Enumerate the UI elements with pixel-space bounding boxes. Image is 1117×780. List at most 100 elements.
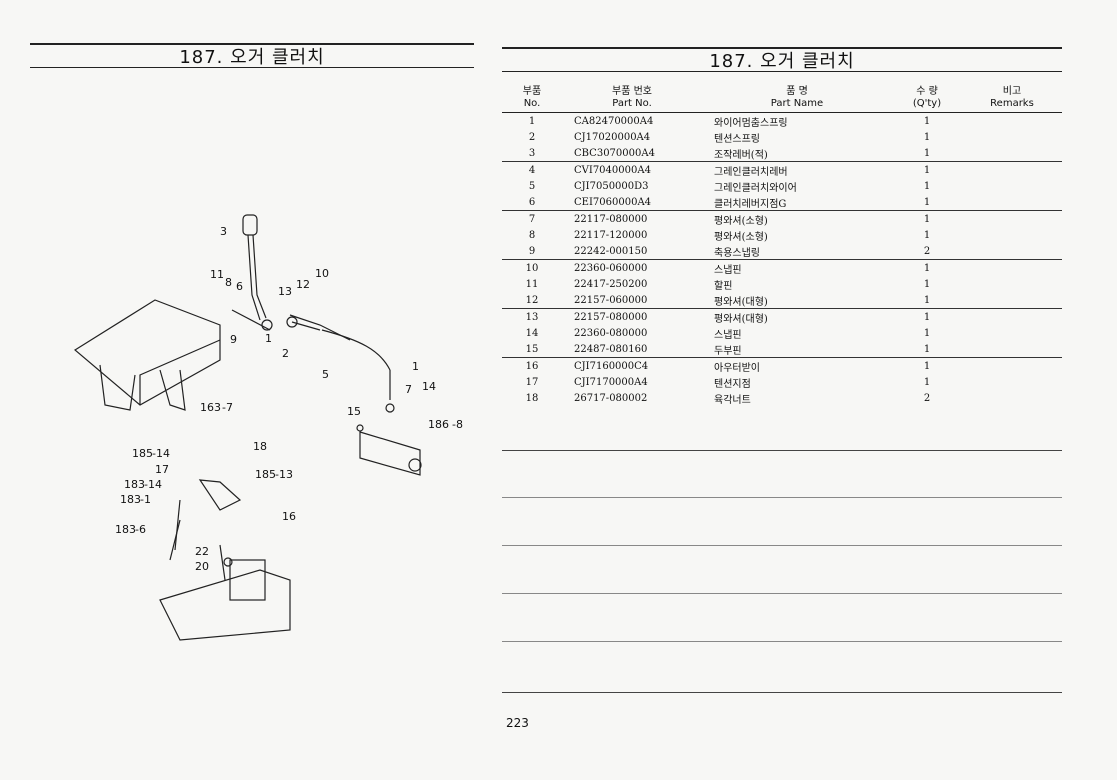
callout-ref-163: 163 xyxy=(200,401,221,414)
cell-name: 텐션스프링 xyxy=(714,133,760,145)
cell-part: CEI7060000A4 xyxy=(574,196,652,208)
hdr-remarks-en: Remarks xyxy=(990,98,1034,109)
callout-ref-7: -7 xyxy=(222,401,233,414)
page-number: 223 xyxy=(506,716,529,730)
hdr-no-en: No. xyxy=(523,98,541,109)
callout-ref-185b: 185 xyxy=(255,468,276,481)
hdr-partno-kr: 부품 번호 xyxy=(612,86,652,97)
callout-ref-186: 186 xyxy=(428,418,449,431)
cell-name: 스냅핀 xyxy=(714,264,742,276)
cell-no: 18 xyxy=(525,392,539,404)
cell-name: 두부핀 xyxy=(714,345,742,357)
rule xyxy=(502,545,1062,546)
cell-name: 할핀 xyxy=(714,280,733,292)
hdr-qty-en: (Q'ty) xyxy=(912,98,942,109)
rule xyxy=(502,593,1062,594)
hdr-no-kr: 부품 xyxy=(522,86,542,97)
callout-6: 6 xyxy=(236,280,243,293)
callout-1b: 1 xyxy=(412,360,419,373)
rule xyxy=(502,497,1062,498)
rule xyxy=(502,692,1062,693)
cell-no: 16 xyxy=(525,360,539,372)
cell-no: 13 xyxy=(525,311,539,323)
callout-ref-185a: 185 xyxy=(132,447,153,460)
exploded-diagram: 3 11 8 6 13 12 10 9 1 2 5 1 7 14 15 163 … xyxy=(73,214,463,641)
cell-part: 22117-080000 xyxy=(574,213,648,225)
callout-ref-1: -1 xyxy=(140,493,151,506)
cell-no: 11 xyxy=(525,278,539,290)
cell-part: CJ17020000A4 xyxy=(574,131,651,143)
cell-part: CJI7160000C4 xyxy=(574,360,649,372)
cell-no: 2 xyxy=(528,131,536,143)
cell-qty: 1 xyxy=(923,196,931,208)
hdr-name-en: Part Name xyxy=(770,98,824,109)
callout-20: 20 xyxy=(195,560,209,573)
hdr-qty-kr: 수 량 xyxy=(916,86,938,97)
callout-1: 1 xyxy=(265,332,272,345)
callout-18: 18 xyxy=(253,440,267,453)
callout-ref-183c: 183 xyxy=(115,523,136,536)
cell-name: 아우터받이 xyxy=(714,362,760,374)
cell-no: 3 xyxy=(528,147,536,159)
cell-qty: 1 xyxy=(923,115,931,127)
cell-qty: 2 xyxy=(923,392,931,404)
cell-qty: 1 xyxy=(923,294,931,306)
callout-ref-14b: -14 xyxy=(144,478,162,491)
cell-no: 5 xyxy=(528,180,536,192)
table-row: 2 CJ17020000A4 텐션스프링 1 xyxy=(502,129,1062,145)
cell-name: 평와셔(소형) xyxy=(714,215,768,227)
cell-qty: 1 xyxy=(923,278,931,290)
cell-qty: 1 xyxy=(923,164,931,176)
cell-qty: 1 xyxy=(923,311,931,323)
cell-part: CJI7050000D3 xyxy=(574,180,649,192)
cell-qty: 1 xyxy=(923,376,931,388)
cell-no: 10 xyxy=(525,262,539,274)
cell-part: 22117-120000 xyxy=(574,229,648,241)
callout-ref-6: -6 xyxy=(135,523,146,536)
cell-part: CA82470000A4 xyxy=(574,115,654,127)
cell-no: 12 xyxy=(525,294,539,306)
cell-name: 클러치레버지점G xyxy=(714,198,787,210)
callout-17: 17 xyxy=(155,463,169,476)
cell-part: 22360-080000 xyxy=(574,327,648,339)
callout-ref-8: -8 xyxy=(452,418,463,431)
cell-name: 와이어멈춤스프링 xyxy=(714,117,788,129)
callout-ref-14a: -14 xyxy=(152,447,170,460)
cell-name: 평와셔(대형) xyxy=(714,313,768,325)
cell-part: 22487-080160 xyxy=(574,343,648,355)
callout-14: 14 xyxy=(422,380,436,393)
callout-16: 16 xyxy=(282,510,296,523)
cell-name: 평와셔(대형) xyxy=(714,296,768,308)
hdr-partno-en: Part No. xyxy=(612,98,652,109)
table-row: 12 22157-060000 평와셔(대형) 1 xyxy=(502,292,1062,308)
cell-qty: 1 xyxy=(923,327,931,339)
callout-9: 9 xyxy=(230,333,237,346)
callout-ref-183a: 183 xyxy=(124,478,145,491)
diagram-title: 187. 오거 클러치 xyxy=(30,43,474,68)
rule xyxy=(502,641,1062,642)
cell-no: 17 xyxy=(525,376,539,388)
cell-part: 22157-060000 xyxy=(574,294,648,306)
callout-5: 5 xyxy=(322,368,329,381)
cell-no: 4 xyxy=(528,164,536,176)
cell-qty: 1 xyxy=(923,131,931,143)
cell-name: 축용스냅링 xyxy=(714,247,760,259)
cell-part: 22242-000150 xyxy=(574,245,648,257)
hdr-remarks-kr: 비고 xyxy=(1002,86,1022,97)
cell-qty: 2 xyxy=(923,245,931,257)
rule xyxy=(502,450,1062,451)
